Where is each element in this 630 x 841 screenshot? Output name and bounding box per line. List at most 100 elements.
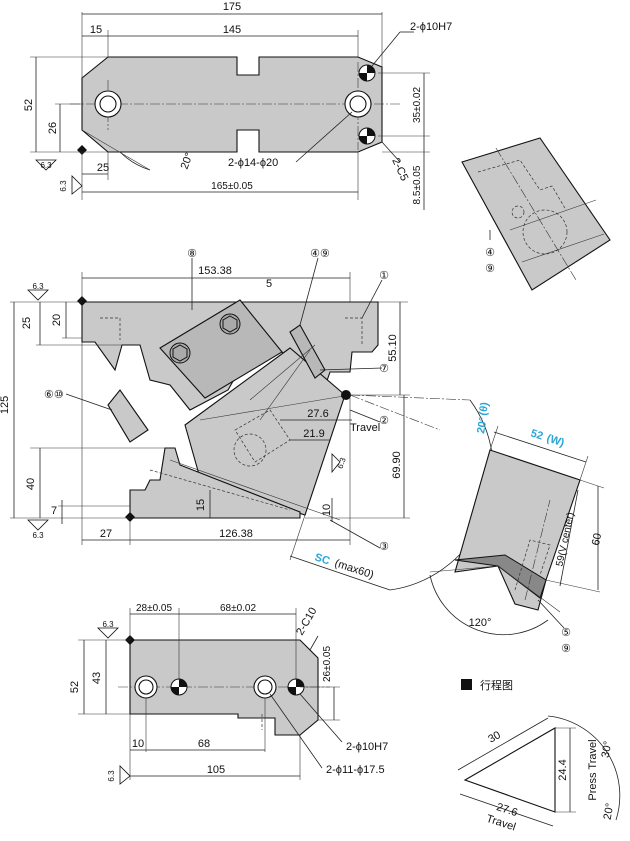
top-rough-b: 6.3 bbox=[59, 180, 68, 192]
bottom-label-c10: 2-C10 bbox=[294, 606, 319, 638]
bottom-pin-1 bbox=[170, 678, 188, 696]
pivot-mark bbox=[341, 390, 351, 400]
top-dim-25: 25 bbox=[97, 162, 109, 174]
datum-mark-side-bottom bbox=[125, 512, 135, 522]
rough-symbol-top-b bbox=[71, 175, 83, 195]
bottom-label-h7: 2-ϕ10H7 bbox=[346, 741, 388, 753]
rough-symbol-side-b bbox=[27, 519, 49, 531]
legend-square bbox=[461, 679, 472, 690]
side-dim-15: 15 bbox=[195, 499, 207, 511]
rough-symbol-bottom-b bbox=[119, 765, 131, 785]
detail-callout-9: ⑨ bbox=[485, 263, 495, 275]
v-callout-9: ⑨ bbox=[561, 643, 571, 655]
side-dim-12638: 126.38 bbox=[219, 528, 253, 540]
datum-mark-side-top bbox=[77, 296, 87, 306]
top-dim-85: 8.5±0.05 bbox=[412, 165, 423, 204]
side-rough-c: 6.3 bbox=[336, 456, 348, 470]
side-dim-20: 20 bbox=[51, 314, 63, 326]
top-label-c5: 2-C5 bbox=[389, 156, 410, 183]
v-view: 52 (W) 59(V center) 60 120° ⑤ ⑨ bbox=[429, 425, 604, 655]
bottom-dim-43: 43 bbox=[91, 672, 103, 684]
top-dim-15: 15 bbox=[90, 24, 102, 36]
top-dim-175: 175 bbox=[223, 1, 241, 13]
top-dim-26: 26 bbox=[47, 122, 59, 134]
bottom-dim-10: 10 bbox=[132, 738, 144, 750]
stroke-dim-244: 24.4 bbox=[557, 759, 569, 780]
side-rough-a: 6.3 bbox=[32, 282, 44, 291]
side-callout-8: ⑧ bbox=[187, 248, 197, 260]
side-callout-7: ⑦ bbox=[379, 363, 389, 375]
detail-view: ④ ⑨ bbox=[461, 137, 611, 291]
side-dim-15338: 153.38 bbox=[198, 265, 232, 277]
top-dim-145: 145 bbox=[223, 24, 241, 36]
bottom-rough-b: 6.3 bbox=[107, 770, 116, 782]
bottom-dim-52: 52 bbox=[69, 681, 81, 693]
bottom-dim-26: 26±0.05 bbox=[322, 646, 333, 683]
side-label-travel: Travel bbox=[350, 422, 380, 434]
bottom-dim-28: 28±0.05 bbox=[136, 603, 173, 614]
stroke-dim-30: 30 bbox=[486, 729, 503, 746]
stroke-label-press: Press Travel bbox=[587, 739, 599, 800]
top-view: 175 15 145 52 26 25 165±0.05 35±0.02 8.5… bbox=[23, 1, 452, 210]
side-dim-40: 40 bbox=[25, 478, 37, 490]
detail-callout-4: ④ bbox=[485, 247, 495, 259]
stroke-triangle bbox=[463, 727, 556, 813]
top-dim-35: 35±0.02 bbox=[412, 87, 423, 124]
side-dim-10: 10 bbox=[321, 504, 333, 516]
hole-left bbox=[99, 95, 117, 113]
pin-mark-bottom bbox=[358, 127, 376, 145]
side-view: 153.38 5 25 20 125 40 7 27 126.38 15 10 … bbox=[0, 248, 494, 591]
bottom-rough-a: 6.3 bbox=[102, 620, 114, 629]
side-dim-6990: 69.90 bbox=[391, 451, 403, 479]
bottom-plate bbox=[129, 639, 319, 736]
bottom-pin-2 bbox=[287, 678, 305, 696]
side-callout-610: ⑥⑩ bbox=[44, 389, 64, 401]
bottom-dim-105: 105 bbox=[207, 764, 225, 776]
rough-symbol-top-a bbox=[35, 159, 57, 171]
v-dim-60: 60 bbox=[590, 532, 604, 546]
side-angle-theta: (θ) bbox=[477, 401, 491, 416]
pin-mark-top bbox=[358, 64, 376, 82]
bottom-dim-68t: 68±0.02 bbox=[220, 603, 257, 614]
side-dim-219: 21.9 bbox=[303, 428, 324, 440]
side-dim-125: 125 bbox=[0, 396, 11, 414]
hole-right bbox=[349, 95, 367, 113]
driver-tab bbox=[107, 389, 149, 443]
stroke-angle-20: 20° bbox=[602, 802, 617, 820]
top-label-h7: 2-ϕ10H7 bbox=[410, 21, 452, 33]
side-label-sc: SC bbox=[313, 551, 331, 567]
rough-symbol-side-c bbox=[331, 453, 341, 474]
side-callout-1: ① bbox=[379, 270, 389, 282]
side-rough-b: 6.3 bbox=[32, 531, 44, 540]
side-dim-5510: 55.10 bbox=[387, 334, 399, 362]
side-dim-27: 27 bbox=[100, 528, 112, 540]
top-angle-20: 20° bbox=[179, 151, 196, 171]
rough-symbol-bottom-a bbox=[97, 627, 119, 639]
top-dim-165: 165±0.05 bbox=[211, 181, 253, 192]
top-label-cb: 2-ϕ14-ϕ20 bbox=[228, 157, 278, 169]
v-angle-120: 120° bbox=[469, 617, 492, 629]
v-callout-5: ⑤ bbox=[561, 627, 571, 639]
top-rough-a: 6.3 bbox=[40, 161, 52, 170]
bottom-view: 28±0.05 68±0.02 52 43 26±0.05 10 68 105 … bbox=[69, 603, 388, 785]
side-dim-276: 27.6 bbox=[307, 408, 328, 420]
side-callout-49: ④⑨ bbox=[310, 248, 330, 260]
side-callout-2: ② bbox=[379, 415, 389, 427]
bottom-dim-68: 68 bbox=[198, 738, 210, 750]
stroke-angle-30: 30° bbox=[600, 740, 615, 758]
side-dim-5: 5 bbox=[266, 278, 272, 290]
stroke-legend: 行程图 bbox=[480, 679, 513, 692]
v-block bbox=[454, 449, 581, 611]
v-dim-w: (W) bbox=[545, 432, 566, 449]
rough-symbol-side-a bbox=[27, 289, 49, 301]
side-dim-7: 7 bbox=[51, 505, 57, 517]
top-plate bbox=[81, 56, 383, 153]
v-dim-52: 52 bbox=[529, 427, 544, 442]
cam-block bbox=[159, 299, 283, 399]
side-callout-3: ③ bbox=[379, 541, 389, 553]
stroke-diagram: 行程图 30 24.4 Press Travel 27.6 Travel 30°… bbox=[457, 679, 621, 834]
bottom-label-cb: 2-ϕ11-ϕ17.5 bbox=[326, 764, 385, 776]
side-dim-25: 25 bbox=[21, 317, 33, 329]
top-dim-52: 52 bbox=[23, 99, 35, 111]
